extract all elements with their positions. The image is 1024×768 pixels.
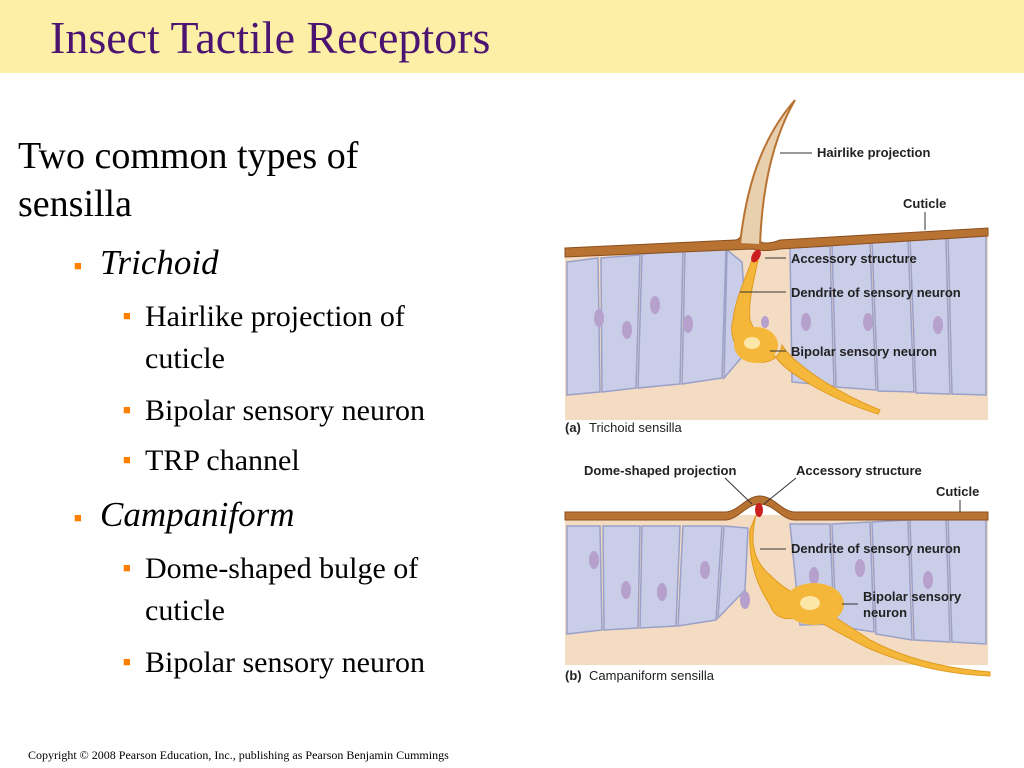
bullet-campaniform: ■ Campaniform [74,494,294,536]
sub-bullet-text: Bipolar sensory neuron [145,394,425,427]
sub-bullet-text: Bipolar sensory neuron [145,646,425,679]
bullet-marker: ■ [123,654,131,669]
label-dome-shaped-projection: Dome-shaped projection [584,463,736,478]
cuticle-b [564,495,989,521]
bullet-trichoid: ■ Trichoid [74,242,219,284]
bullet-label: Trichoid [100,243,219,282]
sub-bullet-text: TRP channel [145,444,300,477]
campaniform-panel: Dome-shaped projection Accessory structu… [564,463,991,683]
slide-content: Two common types of sensilla ■ Trichoid … [0,0,520,700]
label-dendrite-a: Dendrite of sensory neuron [791,285,961,300]
label-cuticle-a: Cuticle [903,196,946,211]
sub-bullet: ■ Hairlike projection of cuticle [123,296,493,380]
bullet-marker: ■ [123,560,131,575]
label-bipolar-neuron-b-line2: neuron [863,605,907,620]
sub-bullet-text: Dome-shaped bulge of cuticle [145,552,419,627]
bullet-marker: ■ [74,510,82,525]
caption-campaniform: Campaniform sensilla [589,668,715,683]
bullet-marker: ■ [74,258,82,273]
label-dendrite-b: Dendrite of sensory neuron [791,541,961,556]
sub-bullet: ■ Bipolar sensory neuron [123,642,493,684]
label-hairlike-projection: Hairlike projection [817,145,930,160]
caption-letter-a: (a) [565,420,581,435]
intro-text: Two common types of sensilla [18,135,359,225]
sub-bullet: ■ Bipolar sensory neuron [123,390,493,432]
sensory-neuron-a [731,259,881,415]
trichoid-panel: Hairlike projection Cuticle Accessory st… [564,99,989,435]
slide-title: Insect Tactile Receptors [50,12,491,63]
bullet-label: Campaniform [100,495,295,534]
sub-bullet-text: Hairlike projection of cuticle [145,300,405,375]
caption-trichoid: Trichoid sensilla [589,420,682,435]
sub-bullet: ■ Dome-shaped bulge of cuticle [123,548,493,632]
label-bipolar-neuron-b-line1: Bipolar sensory [863,589,962,604]
hairlike-projection [738,99,796,247]
label-accessory-structure-a: Accessory structure [791,251,917,266]
sensilla-diagram: Hairlike projection Cuticle Accessory st… [564,99,991,683]
caption-letter-b: (b) [565,668,582,683]
copyright-footer: Copyright © 2008 Pearson Education, Inc.… [28,748,449,762]
bullet-marker: ■ [123,452,131,467]
bullet-marker: ■ [123,402,131,417]
epidermal-cells [566,234,987,396]
label-bipolar-neuron-a: Bipolar sensory neuron [791,344,937,359]
title-bar: Insect Tactile Receptors [0,0,1024,73]
bullet-marker: ■ [123,308,131,323]
label-accessory-structure-b: Accessory structure [796,463,922,478]
label-cuticle-b: Cuticle [936,484,979,499]
sub-bullet: ■ TRP channel [123,440,493,482]
